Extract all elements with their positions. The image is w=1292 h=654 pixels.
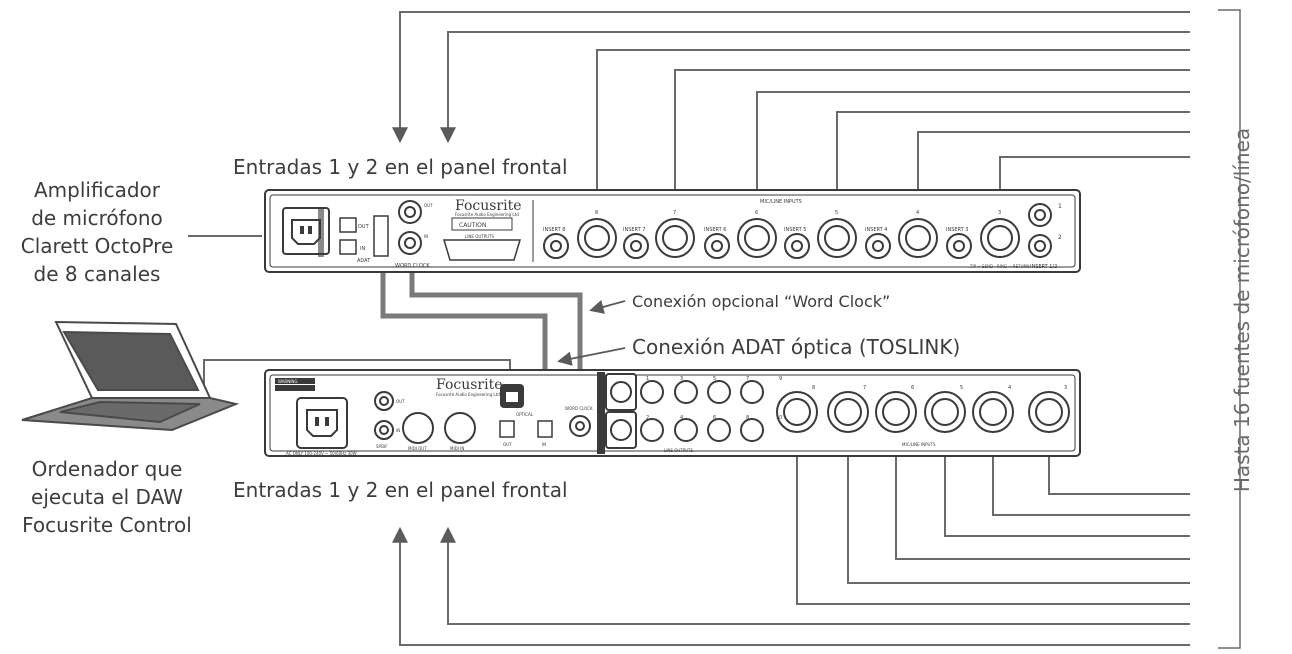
bottom-brand: Focusrite	[436, 377, 503, 393]
adat-optical-cable	[380, 260, 548, 412]
front-inputs-label-bottom: Entradas 1 y 2 en el panel frontal	[233, 478, 568, 502]
word-clock-pointer	[589, 300, 626, 314]
top-insert-5: INSERT 5	[784, 227, 806, 233]
power-inlet-bottom	[296, 397, 348, 449]
top-insert-4: INSERT 4	[865, 227, 887, 233]
top-jack-1: 1	[1058, 203, 1062, 210]
top-ch-7: 7	[673, 210, 676, 216]
line-num-1: 1	[646, 376, 649, 382]
line-num-10: 10	[776, 415, 782, 421]
cable-bottom-mic-5	[944, 424, 1190, 537]
bottom-mic-inputs: MIC/LINE INPUTS	[902, 442, 936, 447]
top-out-label: OUT	[358, 224, 370, 230]
top-wc-in: IN	[424, 234, 428, 239]
top-jack-2: 2	[1058, 234, 1062, 241]
octopre-rear-panel: Focusrite Focusrite Audio Engineering Lt…	[264, 189, 1081, 273]
top-line-outputs: LINE OUTPUTS	[465, 234, 495, 239]
line-num-2: 2	[646, 415, 649, 421]
preamp-label: Amplificador de micrófono Clarett OctoPr…	[20, 178, 174, 286]
line-num-4: 4	[680, 415, 683, 421]
cable-front-input-2-top	[440, 31, 1190, 144]
bottom-line-outputs: LINE OUTPUTS	[664, 448, 694, 453]
top-ch-8: 8	[595, 210, 598, 216]
top-ch-4: 4	[916, 210, 919, 216]
top-insert-7: INSERT 7	[623, 227, 645, 233]
top-tip-note: TIP = SEND · RING = RETURN	[969, 264, 1029, 269]
mic-num-3: 3	[1064, 385, 1067, 391]
cable-mic-7	[674, 69, 1190, 230]
bottom-out-label: OUT	[396, 399, 405, 404]
cable-front-input-2-bottom	[440, 526, 1190, 625]
adat-pointer	[557, 347, 626, 366]
bottom-opt-in: IN	[542, 442, 546, 447]
cable-front-input-1-top	[392, 11, 1190, 144]
cable-front-input-1-bottom	[392, 526, 1190, 646]
word-clock-label: Conexión opcional “Word Clock”	[632, 292, 891, 311]
top-insert-6: INSERT 6	[704, 227, 726, 233]
sources-brace	[1218, 9, 1241, 649]
cable-mic-8	[596, 49, 1190, 230]
mic-num-5: 5	[960, 385, 963, 391]
bottom-spdif: SPDIF	[376, 444, 388, 449]
mic-num-4: 4	[1008, 385, 1011, 391]
top-insert-12: INSERT 1/2	[1030, 264, 1057, 270]
computer-label: Ordenador que ejecuta el DAW Focusrite C…	[22, 457, 192, 537]
cable-mic-6	[756, 91, 1190, 230]
bottom-cables	[392, 424, 1190, 646]
bottom-opt-out: OUT	[503, 442, 512, 447]
word-clock-cable	[409, 256, 583, 415]
line-num-7: 7	[746, 376, 749, 382]
line-output-jacks	[605, 373, 764, 449]
top-section-title: MIC/LINE INPUTS	[760, 199, 802, 205]
top-brand-sub: Focusrite Audio Engineering Ltd	[455, 212, 519, 217]
top-ch-5: 5	[835, 210, 838, 216]
mic-num-6: 6	[911, 385, 914, 391]
bottom-brand-sub: Focusrite Audio Engineering Ltd	[436, 392, 500, 397]
top-in-label: IN	[360, 246, 365, 252]
clarett-rear-panel: Focusrite Focusrite Audio Engineering Lt…	[264, 369, 1081, 457]
bottom-in-label: IN	[396, 428, 400, 433]
line-num-8: 8	[746, 415, 749, 421]
top-ch-6: 6	[755, 210, 758, 216]
bottom-word-clock: WORD CLOCK	[565, 406, 593, 411]
top-wc-out: OUT	[424, 203, 433, 208]
cable-bottom-mic-6	[895, 424, 1190, 560]
top-insert-3: INSERT 3	[946, 227, 968, 233]
bottom-xlr-inputs	[776, 391, 1070, 433]
top-caution: CAUTION	[459, 222, 486, 229]
top-ch-3: 3	[998, 210, 1001, 216]
front-inputs-label-top: Entradas 1 y 2 en el panel frontal	[233, 155, 568, 179]
top-insert-jacks	[543, 203, 1052, 259]
line-num-9: 9	[779, 376, 782, 382]
bottom-warning: WARNING	[278, 379, 298, 384]
bottom-midi-out: MIDI OUT	[408, 446, 427, 451]
bottom-optical: OPTICAL	[516, 412, 534, 417]
top-insert-8: INSERT 8	[543, 227, 565, 233]
mic-num-8: 8	[812, 385, 815, 391]
interconnect-cables	[380, 256, 583, 415]
line-num-3: 3	[680, 376, 683, 382]
line-num-5: 5	[713, 376, 716, 382]
top-word-clock-label: WORD CLOCK	[395, 263, 430, 269]
cable-bottom-mic-7	[847, 424, 1190, 584]
laptop-icon	[21, 320, 240, 432]
top-cables	[392, 11, 1190, 230]
bottom-midi-in: MIDI IN	[450, 446, 464, 451]
top-adat-label: ADAT	[357, 258, 371, 264]
line-num-6: 6	[713, 415, 716, 421]
bottom-ac-label: AC ONLY 100-240V ~ 50/60Hz 30W	[286, 451, 357, 456]
adat-label: Conexión ADAT óptica (TOSLINK)	[632, 335, 961, 359]
cable-bottom-mic-8	[796, 424, 1190, 605]
mic-num-7: 7	[863, 385, 866, 391]
top-brand: Focusrite	[455, 198, 522, 214]
top-xlr-inputs	[577, 218, 1020, 258]
